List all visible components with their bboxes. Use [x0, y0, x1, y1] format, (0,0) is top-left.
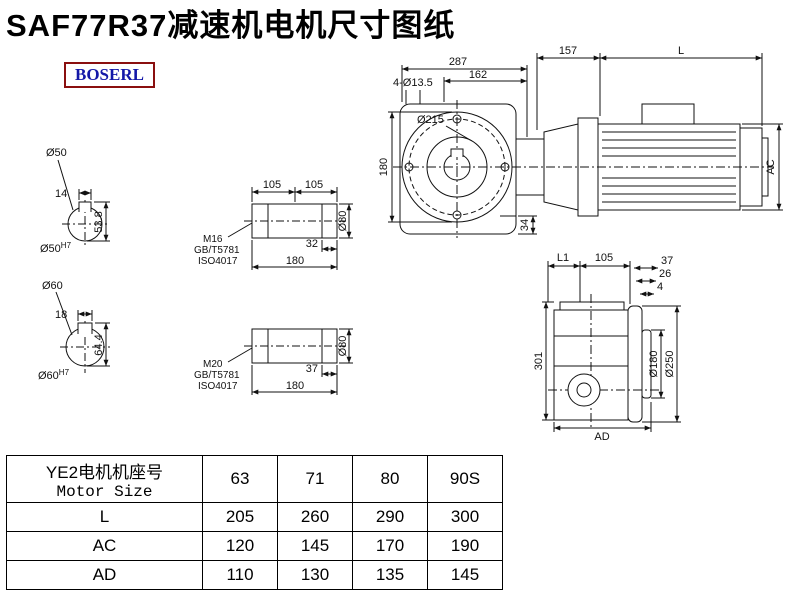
dim-shaft-side-small-end: 32	[306, 238, 318, 250]
row-label-AD: AD	[6, 560, 203, 590]
note-standard-gb-2: GB/T5781	[194, 370, 240, 381]
cell-AD-80: 135	[352, 560, 428, 590]
dim-side-flange-dia: Ø250	[664, 351, 676, 378]
dim-main-bolt-holes: 4-Ø13.5	[393, 77, 433, 89]
dim-main-housing: 162	[469, 69, 487, 81]
dimension-table: YE2电机机座号 Motor Size 63 71 80 90S L 205 2…	[6, 455, 503, 590]
note-thread-m20: M20	[203, 359, 223, 370]
dim-shaft-small-dia: Ø50	[46, 147, 67, 159]
cell-AC-63: 120	[202, 531, 278, 561]
dim-shaft-small-bore-base: Ø50	[40, 243, 61, 255]
dim-shaft-large-dia: Ø60	[42, 280, 63, 292]
dim-shaft-small-bore: Ø50H7	[40, 241, 72, 255]
dim-main-motor-height: AC	[765, 159, 777, 174]
note-standard-gb-1: GB/T5781	[194, 245, 240, 256]
dim-shaft-small-key-width: 14	[55, 188, 67, 200]
dim-side-len1: L1	[557, 252, 569, 264]
dim-main-overall: 287	[449, 56, 467, 68]
dim-shaft-large-bore: Ø60H7	[38, 368, 70, 382]
dim-side-step3: 4	[657, 281, 663, 293]
dim-shaft-large-height: 64.4	[93, 334, 105, 355]
row-label-AC: AC	[6, 531, 203, 561]
shaft-side-large-drawing	[227, 328, 353, 395]
dim-main-height: 180	[378, 158, 390, 176]
table-row: AC 120 145 170 190	[6, 531, 503, 561]
dim-shaft-side-small-seg1: 105	[263, 179, 281, 191]
table-header-en: Motor Size	[56, 482, 153, 501]
cell-AC-80: 170	[352, 531, 428, 561]
cell-L-63: 205	[202, 502, 278, 532]
dim-shaft-large-key-width: 18	[55, 309, 67, 321]
table-header-size-80: 80	[352, 455, 428, 503]
table-header-row: YE2电机机座号 Motor Size 63 71 80 90S	[6, 455, 503, 503]
cell-AD-63: 110	[202, 560, 278, 590]
dim-shaft-large-bore-base: Ø60	[38, 370, 59, 382]
dim-main-motor-length: L	[678, 45, 684, 57]
dim-shaft-side-large-dia: Ø80	[337, 336, 349, 357]
dim-main-flange-dia: Ø215	[417, 114, 444, 126]
technical-drawing: Ø50 14 53.8 Ø50H7 Ø60 18 64.4 Ø60H7	[38, 45, 783, 443]
dim-side-hub-dia: Ø180	[648, 351, 660, 378]
dim-shaft-large-bore-tol: H7	[59, 368, 70, 377]
note-standard-iso-1: ISO4017	[198, 256, 238, 267]
dim-side-step2: 26	[659, 268, 671, 280]
shaft-end-large-drawing	[55, 291, 110, 373]
dim-shaft-side-small-dia: Ø80	[337, 211, 349, 232]
dim-shaft-side-large-total: 180	[286, 380, 304, 392]
table-row: AD 110 130 135 145	[6, 560, 503, 590]
table-row: L 205 260 290 300	[6, 502, 503, 532]
table-header-size-71: 71	[277, 455, 353, 503]
dim-shaft-side-small-total: 180	[286, 255, 304, 267]
row-label-L: L	[6, 502, 203, 532]
shaft-side-small-drawing	[227, 187, 353, 270]
note-thread-m16: M16	[203, 234, 223, 245]
cell-L-90s: 300	[427, 502, 503, 532]
table-header-cn: YE2电机机座号	[45, 462, 164, 482]
note-standard-iso-2: ISO4017	[198, 381, 238, 392]
dim-side-step1: 37	[661, 255, 673, 267]
brand-logo-text: BOSERL	[75, 65, 144, 84]
dim-shaft-small-bore-tol: H7	[61, 241, 72, 250]
dim-shaft-side-large-end: 37	[306, 363, 318, 375]
cell-AD-90s: 145	[427, 560, 503, 590]
cell-L-71: 260	[277, 502, 353, 532]
cell-AD-71: 130	[277, 560, 353, 590]
main-assembly-drawing	[388, 53, 783, 238]
cell-L-80: 290	[352, 502, 428, 532]
dim-side-height: 301	[533, 352, 545, 370]
shaft-end-small-drawing	[57, 159, 110, 248]
dim-main-lip: 34	[519, 219, 531, 231]
cell-AC-71: 145	[277, 531, 353, 561]
dim-side-width: AD	[594, 431, 609, 443]
table-header-size-63: 63	[202, 455, 278, 503]
dim-shaft-small-height: 53.8	[93, 211, 105, 232]
brand-logo: BOSERL	[64, 62, 155, 88]
dim-shaft-side-small-seg2: 105	[305, 179, 323, 191]
table-header-size-90s: 90S	[427, 455, 503, 503]
page-title: SAF77R37减速机电机尺寸图纸	[6, 8, 456, 43]
output-side-view-drawing	[542, 261, 681, 432]
table-header-motor-size: YE2电机机座号 Motor Size	[6, 455, 203, 503]
dim-main-adapter: 157	[559, 45, 577, 57]
cell-AC-90s: 190	[427, 531, 503, 561]
dim-side-len2: 105	[595, 252, 613, 264]
